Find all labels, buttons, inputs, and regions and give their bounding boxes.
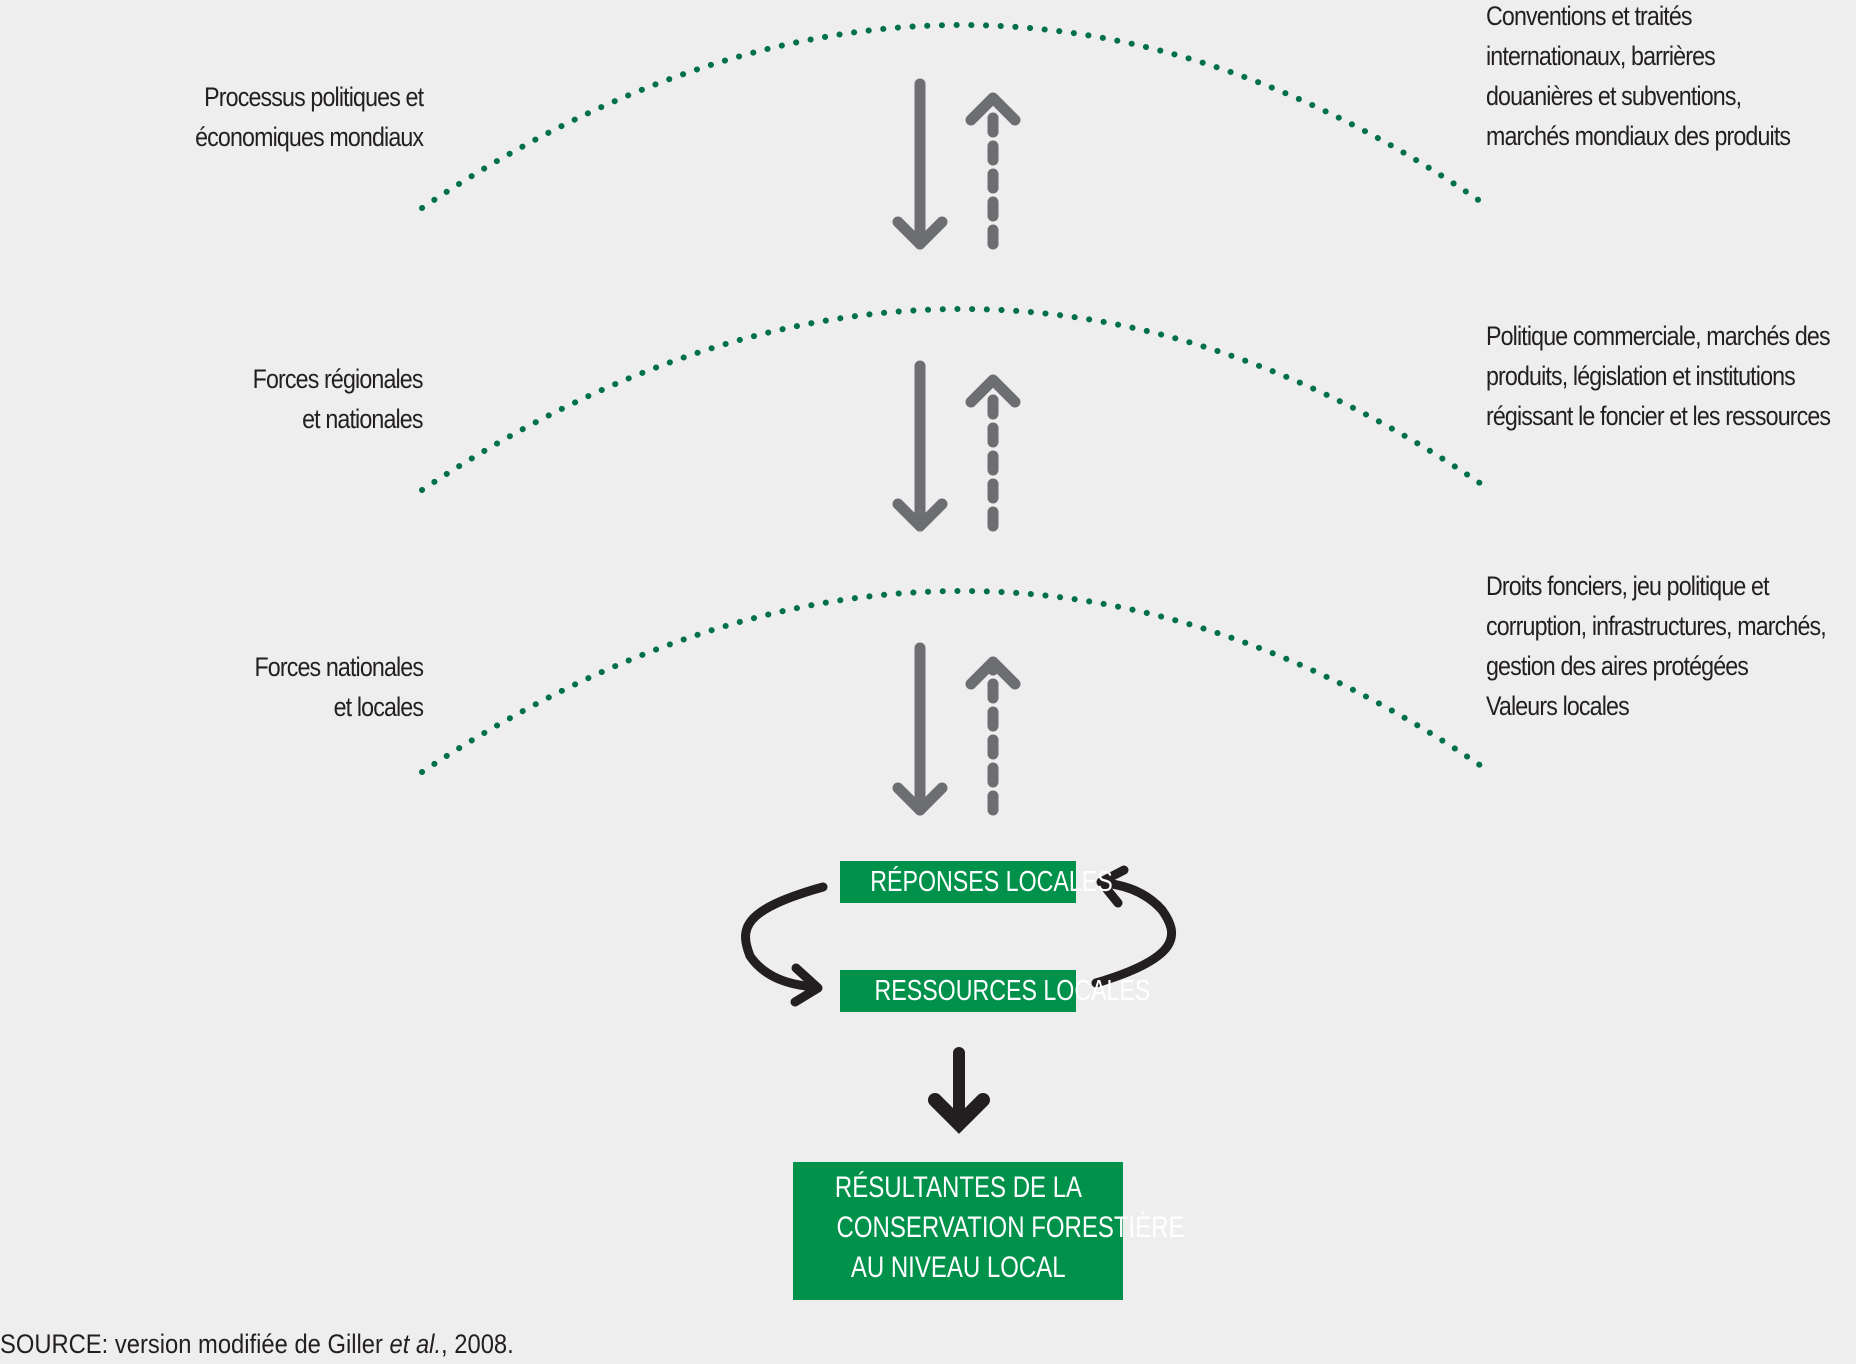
source-italic: et al.	[389, 1329, 442, 1359]
global-level-description-line: marchés mondiaux des produits	[1486, 121, 1791, 151]
down-arrow-level-3	[892, 642, 948, 816]
regional-level-description-line: régissant le foncier et les ressources	[1486, 401, 1831, 431]
up-dashed-arrow-level-2	[965, 374, 1021, 532]
regional-level-arc	[419, 306, 1493, 493]
up-dashed-arrow-level-3	[965, 656, 1021, 816]
local-level-description-line: Valeurs locales	[1486, 691, 1630, 721]
global-level-label: Processus politiques et économiques mond…	[194, 77, 424, 157]
global-level-description-line: douanières et subventions,	[1486, 81, 1742, 111]
outcome-label-line: RÉSULTANTES DE LA	[834, 1171, 1082, 1204]
local-level-description-line: gestion des aires protégées	[1486, 651, 1749, 681]
source-note: SOURCE: version modifiée de Giller et al…	[0, 1326, 514, 1362]
local-resources-box: RESSOURCES LOCALES	[840, 970, 1150, 1012]
local-level-arc	[419, 588, 1493, 775]
down-arrow-level-1	[892, 78, 948, 250]
up-dashed-arrow-level-1	[965, 92, 1021, 250]
local-level-label: Forces nationales et locales	[254, 647, 424, 727]
local-responses-label: RÉPONSES LOCALES	[870, 866, 1113, 898]
global-level-arc	[419, 22, 1493, 211]
regional-level-description: Politique commerciale, marchés des produ…	[1486, 316, 1831, 436]
local-level-label-line: et locales	[333, 692, 423, 722]
local-resources-label: RESSOURCES LOCALES	[874, 975, 1151, 1007]
global-level-label-line: Processus politiques et	[203, 82, 424, 112]
regional-level-label-line: et nationales	[302, 404, 423, 434]
source-suffix: , 2008.	[441, 1329, 514, 1359]
local-level-description: Droits fonciers, jeu politique et corrup…	[1486, 566, 1827, 726]
outcome-label-line: CONSERVATION FORESTIÈRE	[836, 1211, 1185, 1244]
regional-level-description-line: Politique commerciale, marchés des	[1486, 321, 1831, 351]
local-responses-box: RÉPONSES LOCALES	[840, 861, 1113, 903]
outcome-box: RÉSULTANTES DE LA CONSERVATION FORESTIÈR…	[793, 1162, 1185, 1300]
global-level-description-line: internationaux, barrières	[1486, 41, 1716, 71]
regional-level-description-line: produits, législation et institutions	[1486, 361, 1796, 391]
local-level-description-line: Droits fonciers, jeu politique et	[1486, 571, 1770, 601]
down-arrow-level-2	[892, 360, 948, 532]
global-level-description: Conventions et traités internationaux, b…	[1486, 0, 1791, 156]
regional-level-label: Forces régionales et nationales	[253, 359, 424, 439]
regional-level-label-line: Forces régionales	[253, 364, 424, 394]
local-level-label-line: Forces nationales	[254, 652, 424, 682]
global-level-label-line: économiques mondiaux	[194, 122, 424, 152]
global-level-description-line: Conventions et traités	[1486, 1, 1693, 31]
source-prefix: SOURCE: version modifiée de Giller	[0, 1329, 390, 1359]
right-loop-arrow	[1091, 865, 1177, 988]
left-loop-arrow	[741, 882, 828, 1007]
local-level-description-line: corruption, infrastructures, marchés,	[1486, 611, 1827, 641]
down-arrow-to-outcome	[928, 1047, 990, 1134]
outcome-label-line: AU NIVEAU LOCAL	[850, 1251, 1066, 1284]
